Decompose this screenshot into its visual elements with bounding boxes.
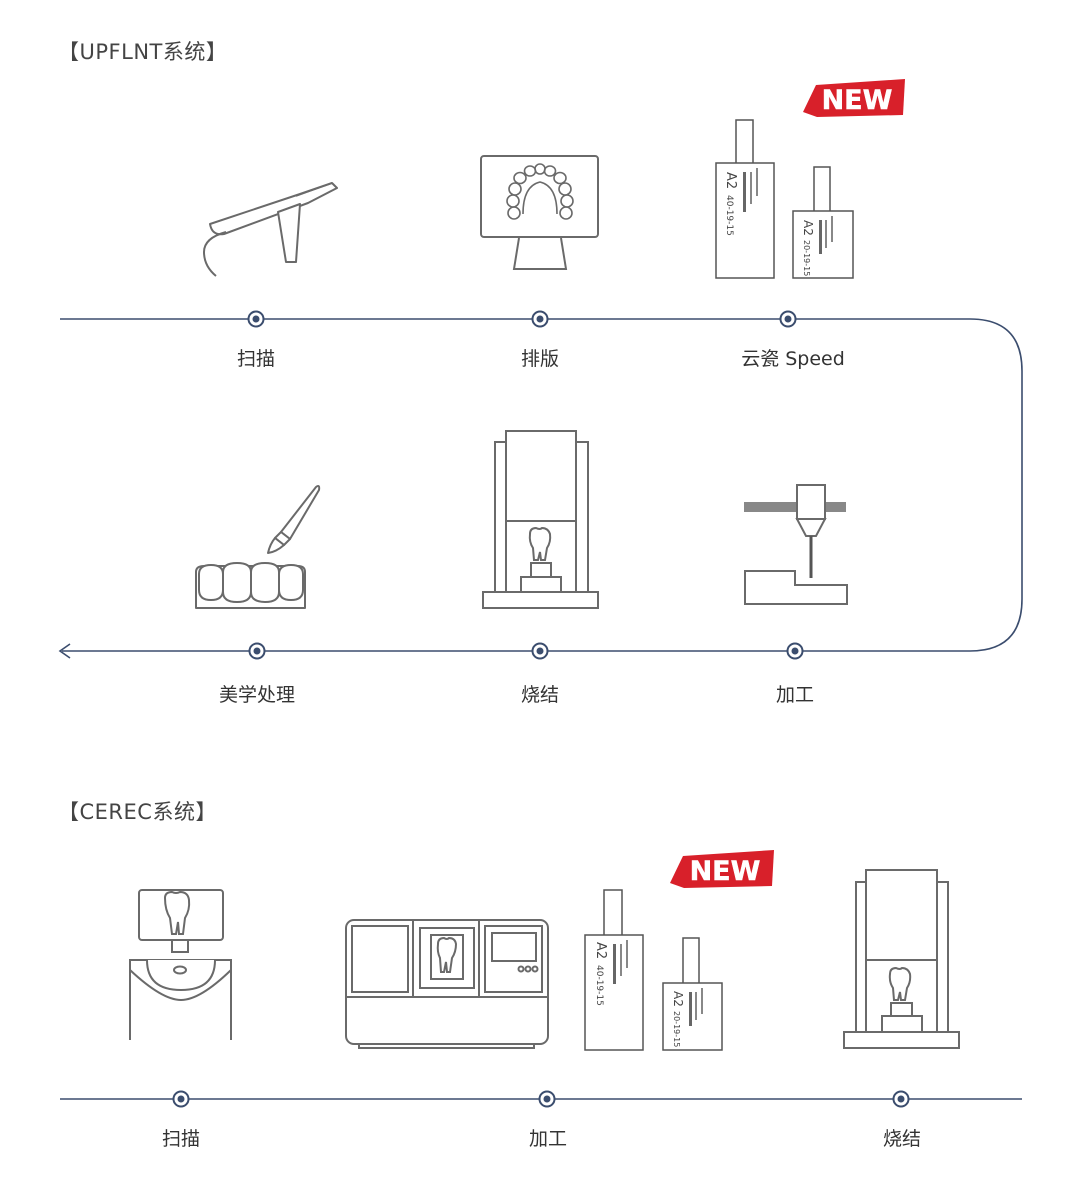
cerec-node-scan xyxy=(172,1090,190,1108)
cerec-sintering-furnace-icon xyxy=(843,869,960,1049)
step-label-sinter: 烧结 xyxy=(520,684,560,706)
cerec-node-sinter xyxy=(892,1090,910,1108)
cerec-node-machining xyxy=(538,1090,556,1108)
new-badge: NEW xyxy=(803,79,905,117)
node-scan xyxy=(247,310,265,328)
upflnt-flow-line xyxy=(60,318,1023,652)
block-large-label-lines xyxy=(743,172,746,212)
zirconia-block-small xyxy=(792,166,854,279)
cerec-milling-unit-icon xyxy=(345,919,549,1049)
node-machining xyxy=(786,642,804,660)
cerec-scan-unit-icon xyxy=(129,889,232,1040)
new-badge-text: NEW xyxy=(822,85,893,116)
node-aesthetic xyxy=(248,642,266,660)
sintering-furnace-icon xyxy=(482,430,599,609)
node-layout xyxy=(531,310,549,328)
block-large-shade: A2 xyxy=(723,172,738,189)
block-large-code: 40-19-15 xyxy=(724,195,734,236)
cerec-block-small-shade: A2 xyxy=(671,991,685,1007)
cerec-zirconia-block-small xyxy=(662,937,723,1051)
block-small-shade: A2 xyxy=(801,220,815,236)
cerec-block-large-code: 40-19-15 xyxy=(594,965,604,1006)
node-cloud-speed xyxy=(779,310,797,328)
step-label-layout: 排版 xyxy=(520,348,560,370)
cerec-step-label-scan: 扫描 xyxy=(161,1128,201,1150)
veneer-brush-icon xyxy=(195,485,321,609)
block-small-code: 20-19-15 xyxy=(802,240,811,276)
cerec-section-title: 【CEREC系统】 xyxy=(58,800,217,824)
cerec-new-badge: NEW xyxy=(670,850,774,888)
cerec-step-label-machining: 加工 xyxy=(528,1128,568,1150)
cerec-new-badge-text: NEW xyxy=(690,856,761,887)
step-label-aesthetic: 美学处理 xyxy=(218,684,296,706)
node-sinter xyxy=(531,642,549,660)
step-label-scan: 扫描 xyxy=(236,348,276,370)
step-label-machining: 加工 xyxy=(775,684,815,706)
tooth-icon xyxy=(528,526,552,561)
cerec-block-large-shade: A2 xyxy=(593,942,608,959)
upflnt-section-title: 【UPFLNT系统】 xyxy=(58,40,228,64)
milling-machine-icon xyxy=(744,484,848,605)
cerec-block-small-code: 20-19-15 xyxy=(672,1011,681,1047)
design-monitor-icon xyxy=(480,155,599,270)
cerec-step-label-sinter: 烧结 xyxy=(882,1128,922,1150)
cerec-zirconia-block-large xyxy=(584,889,644,1051)
step-label-cloud-speed: 云瓷 Speed xyxy=(741,348,845,370)
dental-arch-icon xyxy=(506,163,574,220)
intraoral-scanner-icon xyxy=(203,182,338,277)
flow-arrow-head xyxy=(58,643,71,659)
